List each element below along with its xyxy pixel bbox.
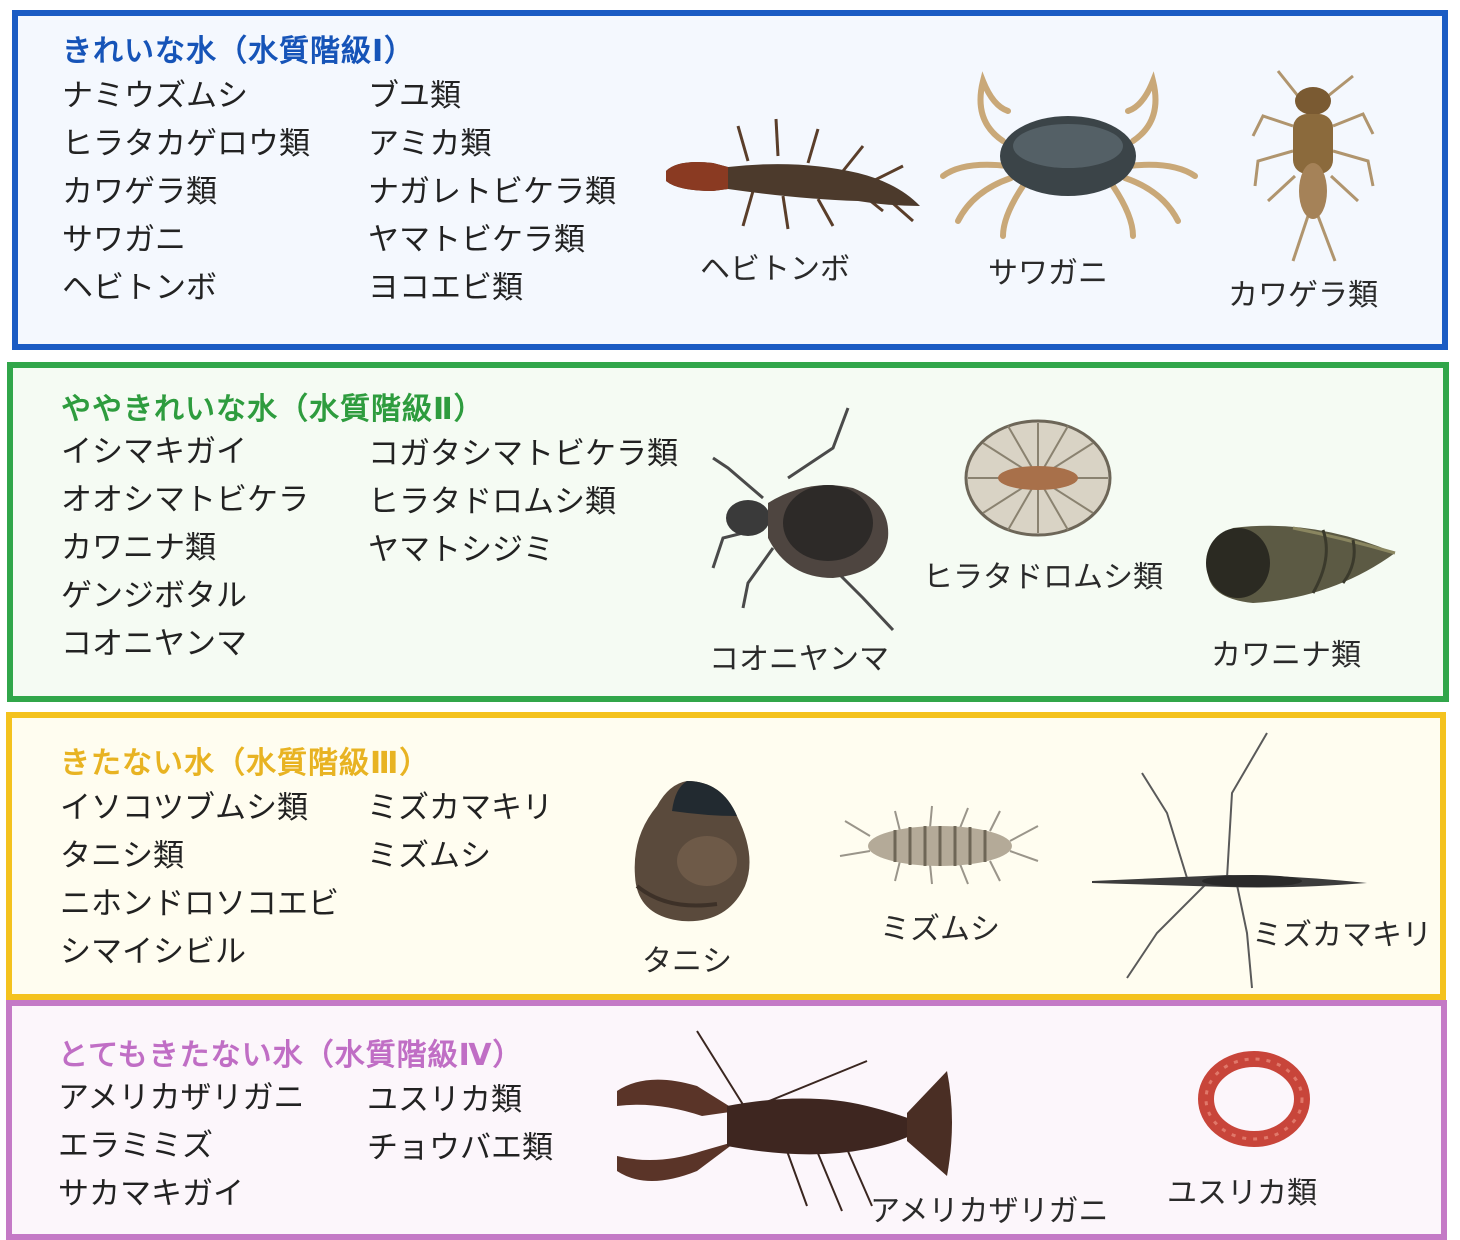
species-item: ナミウズムシ: [62, 78, 248, 114]
river-snail-icon: [1206, 525, 1396, 603]
water-stick-insect-icon: [1092, 732, 1367, 989]
species-item: コガタシマトビケラ類: [368, 436, 678, 472]
species-list-col2: ユスリカ類 チョウバエ類: [367, 1076, 553, 1172]
species-item: サワガニ: [62, 222, 186, 258]
illustration-caption: コオニヤンマ: [709, 642, 889, 677]
species-item: ヒラタドロムシ類: [368, 484, 616, 520]
water-penny-icon: [964, 419, 1112, 537]
illustration-caption: ユスリカ類: [1167, 1176, 1317, 1211]
species-item: カワニナ類: [61, 530, 216, 566]
species-item: ニホンドロソコエビ: [60, 886, 339, 922]
illustration-caption: ミズムシ: [880, 912, 1000, 947]
species-item: ナガレトビケラ類: [368, 174, 616, 210]
section-title: きれいな水（水質階級Ⅰ）: [62, 34, 416, 69]
species-list-col1: イソコツブムシ類 タニシ類 ニホンドロソコエビ シマイシビル: [60, 784, 339, 976]
species-item: ゲンジボタル: [61, 578, 247, 614]
species-item: コオニヤンマ: [61, 626, 247, 662]
species-item: ユスリカ類: [367, 1082, 522, 1118]
illustration-caption: ヘビトンボ: [700, 252, 850, 287]
species-list-col1: アメリカザリガニ エラミミズ サカマキガイ: [58, 1074, 304, 1218]
illustration-caption: ミズカマキリ: [1252, 918, 1432, 953]
species-item: ミズカマキリ: [367, 790, 553, 826]
section-title: とてもきたない水（水質階級Ⅳ）: [58, 1038, 524, 1073]
dragonfly-larva-icon: [711, 407, 895, 632]
species-item: タニシ類: [60, 838, 184, 874]
illustration-caption: タニシ: [642, 944, 732, 979]
species-item: ヤマトビケラ類: [368, 222, 585, 258]
species-item: シマイシビル: [60, 934, 246, 970]
illustration-caption: カワニナ類: [1211, 638, 1361, 673]
species-list-col1: ナミウズムシ ヒラタカゲロウ類 カワゲラ類 サワガニ ヘビトンボ: [62, 72, 310, 312]
species-item: オオシマトビケラ: [61, 482, 309, 518]
species-item: ヒラタカゲロウ類: [62, 126, 310, 162]
section-water-class-1: きれいな水（水質階級Ⅰ） ナミウズムシ ヒラタカゲロウ類 カワゲラ類 サワガニ …: [12, 10, 1448, 350]
water-louse-icon: [839, 805, 1039, 885]
freshwater-crab-icon: [940, 71, 1198, 239]
section-water-class-3: きたない水（水質階級Ⅲ） イソコツブムシ類 タニシ類 ニホンドロソコエビ シマイ…: [6, 712, 1446, 1000]
section-title: ややきれいな水（水質階級Ⅱ）: [61, 392, 485, 427]
bloodworm-icon: [1198, 1051, 1310, 1147]
illustration-caption: アメリカザリガニ: [870, 1194, 1109, 1229]
species-item: サカマキガイ: [58, 1176, 244, 1212]
species-item: チョウバエ類: [367, 1130, 553, 1166]
species-item: ヤマトシジミ: [368, 532, 554, 568]
stonefly-larva-icon: [1251, 70, 1375, 262]
species-list-col2: ミズカマキリ ミズムシ: [367, 784, 553, 880]
species-item: ブユ類: [368, 78, 461, 114]
species-item: エラミミズ: [58, 1128, 213, 1164]
species-item: アミカ類: [368, 126, 492, 162]
species-item: ヘビトンボ: [62, 270, 217, 306]
species-list-col2: ブユ類 アミカ類 ナガレトビケラ類 ヤマトビケラ類 ヨコエビ類: [368, 72, 616, 312]
species-list-col1: イシマキガイ オオシマトビケラ カワニナ類 ゲンジボタル コオニヤンマ: [61, 428, 309, 668]
species-item: ミズムシ: [367, 838, 491, 874]
species-item: ヨコエビ類: [368, 270, 523, 306]
species-item: イシマキガイ: [61, 434, 247, 470]
pond-snail-icon: [634, 781, 750, 922]
illustration-caption: ヒラタドロムシ類: [923, 560, 1163, 595]
section-title: きたない水（水質階級Ⅲ）: [60, 746, 431, 781]
species-item: カワゲラ類: [62, 174, 217, 210]
species-list-col2: コガタシマトビケラ類 ヒラタドロムシ類 ヤマトシジミ: [368, 430, 678, 574]
crayfish-icon: [617, 1030, 952, 1212]
section-water-class-4: とてもきたない水（水質階級Ⅳ） アメリカザリガニ エラミミズ サカマキガイ ユス…: [6, 1000, 1447, 1240]
dobsonfly-larva-icon: [666, 118, 920, 230]
species-item: イソコツブムシ類: [60, 790, 308, 826]
illustration-caption: サワガニ: [988, 256, 1108, 291]
illustration-caption: カワゲラ類: [1228, 278, 1378, 313]
species-item: アメリカザリガニ: [58, 1080, 305, 1116]
section-water-class-2: ややきれいな水（水質階級Ⅱ） イシマキガイ オオシマトビケラ カワニナ類 ゲンジ…: [7, 362, 1449, 702]
